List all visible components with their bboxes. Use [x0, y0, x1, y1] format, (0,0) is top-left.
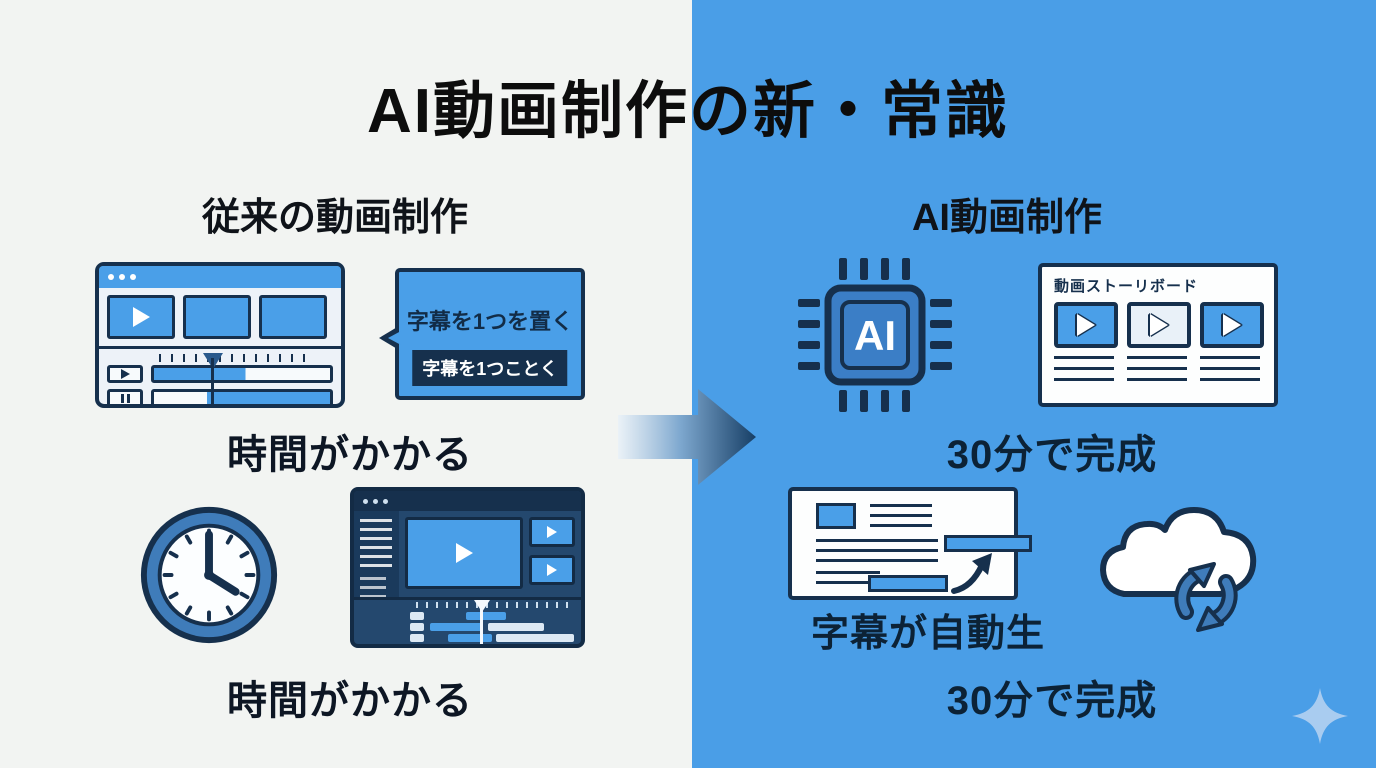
bubble-tail [388, 331, 401, 345]
track-clip [151, 365, 333, 383]
page-title: AI動画制作の新・常識 [366, 77, 1009, 146]
clip-column [529, 517, 575, 591]
play-icon [132, 307, 150, 327]
caption-done-in-30-bottom: 30分で完成 [946, 679, 1158, 723]
bubble-caption: 字幕を1つことく [412, 350, 568, 386]
video-thumbnail [529, 517, 575, 547]
subtitle-bar [944, 535, 1032, 552]
video-thumbnails [99, 288, 341, 346]
subtitle-document-card [788, 487, 1032, 600]
doc-text-lines [816, 571, 880, 587]
subtitle-speech-bubble: 字幕を1つを置く 字幕を1つことく [379, 268, 585, 400]
track-clip [488, 623, 544, 631]
video-thumbnail [259, 295, 327, 339]
track-clip [151, 389, 333, 407]
timeline-ticks [416, 602, 573, 608]
track-clip [466, 612, 506, 620]
caption-auto-subtitles: 字幕が自動生 [810, 613, 1045, 655]
timeline [99, 349, 341, 407]
sidebar-menu-lines [360, 577, 386, 597]
play-icon [547, 564, 557, 576]
frame-text-lines [1127, 356, 1187, 382]
up-arrow-icon [950, 551, 1000, 600]
timeline-track [107, 389, 333, 407]
doc-text-lines [870, 504, 932, 529]
track-clip [448, 634, 492, 642]
caption-done-in-30-top: 30分で完成 [946, 433, 1158, 477]
frame-thumbnail [1054, 302, 1118, 348]
frame-thumbnail [1200, 302, 1264, 348]
play-icon [547, 526, 557, 538]
chip-label: AI [854, 312, 896, 359]
storyboard-frames [1054, 302, 1264, 382]
caption-takes-time-bottom: 時間がかかる [227, 679, 473, 723]
track-clip [496, 634, 574, 642]
play-icon [1150, 314, 1168, 336]
frame-text-lines [1054, 356, 1114, 382]
ai-heading: AI動画制作 [911, 197, 1102, 239]
bubble-text: 字幕を1つを置く [406, 309, 574, 334]
traditional-heading: 従来の動画制作 [201, 197, 468, 239]
dark-video-editor-illustration [350, 487, 585, 648]
editor-sidebar [354, 511, 399, 597]
window-dot-icon [363, 498, 368, 504]
video-thumbnail [183, 295, 251, 339]
storyboard-card: 動画ストーリボード [1038, 263, 1278, 407]
storyboard-frame [1054, 302, 1118, 382]
editor-main [399, 511, 581, 597]
window-titlebar [354, 491, 581, 511]
editor-body [354, 511, 581, 597]
window-dot-icon [108, 274, 114, 280]
clock-icon [135, 501, 283, 654]
cloud-sync-icon [1088, 490, 1268, 650]
window-titlebar [99, 266, 341, 288]
caption-takes-time-top: 時間がかかる [227, 433, 473, 477]
video-thumbnail [107, 295, 175, 339]
track-clip [466, 645, 576, 648]
storyboard-frame [1200, 302, 1264, 382]
divider [99, 346, 341, 349]
window-dot-icon [130, 274, 136, 280]
window-dot-icon [383, 498, 388, 504]
storyboard-title: 動画ストーリボード [1054, 278, 1199, 295]
pause-button-icon [107, 389, 143, 407]
playhead-line [211, 358, 214, 406]
sidebar-menu-lines [360, 519, 392, 569]
doc-thumbnail [816, 503, 856, 529]
timeline-track [107, 365, 333, 383]
subtitle-bar [868, 575, 948, 592]
playhead-line [480, 604, 483, 644]
window-dot-icon [373, 498, 378, 504]
video-preview [405, 517, 523, 589]
transition-arrow-icon [618, 385, 760, 495]
play-icon [120, 369, 130, 379]
frame-text-lines [1200, 356, 1260, 382]
doc-text-lines [816, 539, 938, 563]
track-label [410, 623, 424, 631]
frame-thumbnail [1127, 302, 1191, 348]
ai-chip-icon: AI [790, 250, 960, 425]
track-label [410, 612, 424, 620]
storyboard-frame [1127, 302, 1191, 382]
track-label [410, 645, 424, 648]
video-thumbnail [529, 555, 575, 585]
pause-icon [120, 393, 130, 403]
play-button-icon [107, 365, 143, 383]
window-dot-icon [119, 274, 125, 280]
play-icon [1223, 314, 1241, 336]
timeline-ticks [159, 354, 315, 362]
sparkle-icon [1292, 688, 1348, 749]
video-editor-illustration [95, 262, 345, 408]
track-label [410, 634, 424, 642]
timeline [354, 597, 581, 648]
track-clip [430, 623, 482, 631]
play-icon [1077, 314, 1095, 336]
play-icon [455, 543, 473, 563]
